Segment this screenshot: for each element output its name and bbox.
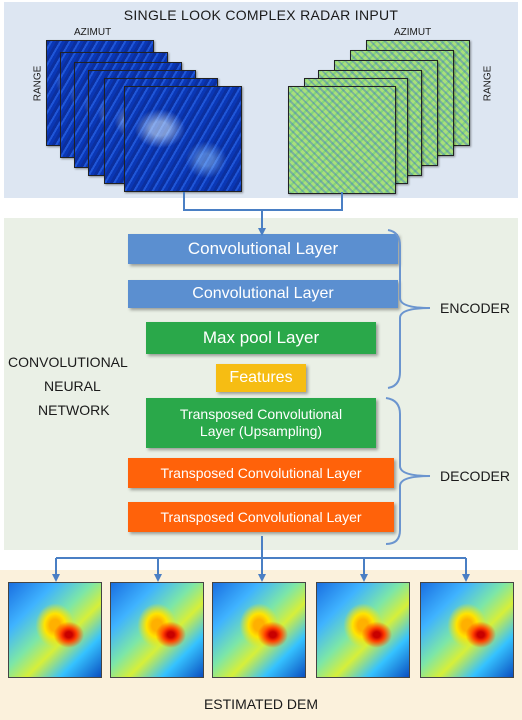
dem-tile-2 — [110, 582, 204, 678]
max-pool-layer: Max pool Layer — [146, 322, 376, 354]
cnn-panel: CONVOLUTIONAL NEURAL NETWORK Convolution… — [4, 218, 518, 550]
transposed-conv-layer-1: Transposed Convolutional Layer — [128, 458, 394, 488]
encoder-bracket — [387, 229, 431, 389]
features-block: Features — [216, 364, 306, 392]
cnn-to-output-connector — [52, 536, 470, 582]
right-stack-card-front — [288, 86, 396, 194]
conv-layer-2-label: Convolutional Layer — [192, 285, 334, 303]
decoder-bracket — [385, 397, 431, 545]
left-azimut-label: AZIMUT — [74, 27, 112, 38]
dem-tile-5 — [420, 582, 514, 678]
transposed-conv-layer-1-label: Transposed Convolutional Layer — [160, 464, 362, 481]
upsampling-label-line-2: Layer (Upsampling) — [199, 423, 323, 439]
output-title: ESTIMATED DEM — [203, 696, 319, 712]
transposed-conv-layer-2-label: Transposed Convolutional Layer — [160, 508, 362, 525]
cnn-name-line-2: NEURAL — [44, 378, 101, 394]
transposed-conv-upsampling-layer: Transposed Convolutional Layer (Upsampli… — [146, 398, 376, 448]
features-label: Features — [229, 369, 293, 387]
cnn-name-line-1: CONVOLUTIONAL — [8, 354, 128, 370]
input-to-cnn-connector — [183, 192, 343, 236]
upsampling-label-line-1: Transposed Convolutional — [179, 406, 343, 423]
input-title: SINGLE LOOK COMPLEX RADAR INPUT — [123, 7, 399, 23]
conv-layer-1: Convolutional Layer — [128, 234, 398, 264]
conv-layer-2: Convolutional Layer — [128, 280, 398, 308]
encoder-label: ENCODER — [440, 300, 511, 316]
cnn-name-line-3: NETWORK — [38, 402, 110, 418]
dem-tile-1 — [8, 582, 102, 678]
right-azimut-label: AZIMUT — [394, 27, 432, 38]
output-panel: ESTIMATED DEM — [0, 570, 522, 720]
left-stack-card-front — [124, 86, 242, 192]
max-pool-layer-label: Max pool Layer — [202, 327, 320, 347]
transposed-conv-layer-2: Transposed Convolutional Layer — [128, 502, 394, 532]
conv-layer-1-label: Convolutional Layer — [187, 238, 339, 258]
input-panel: SINGLE LOOK COMPLEX RADAR INPUT AZIMUT R… — [4, 2, 518, 198]
decoder-label: DECODER — [440, 468, 511, 484]
dem-tile-3 — [212, 582, 306, 678]
dem-tile-4 — [316, 582, 410, 678]
